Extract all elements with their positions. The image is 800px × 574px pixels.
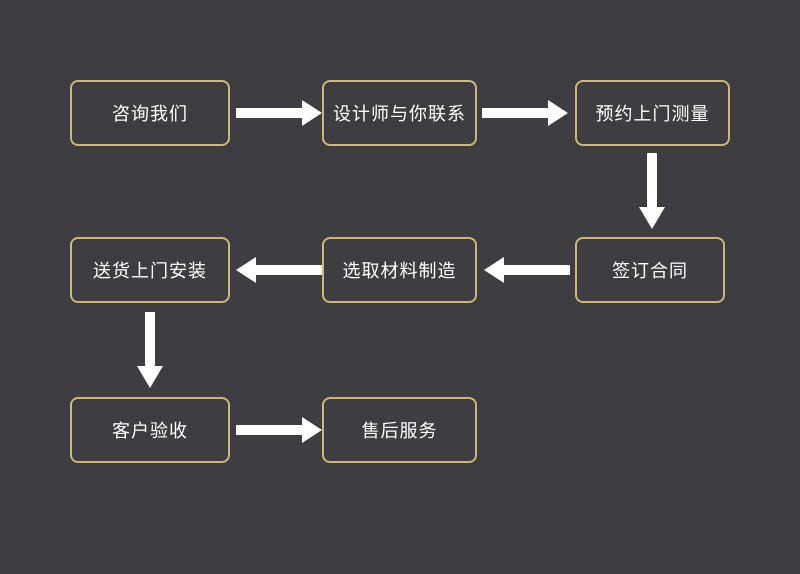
- flow-node-measure-appointment: 预约上门测量: [575, 80, 730, 146]
- arrow-delivery-to-acceptance-icon: [137, 312, 163, 388]
- arrow-shaft: [145, 312, 155, 366]
- flow-node-customer-acceptance: 客户验收: [70, 397, 230, 463]
- arrow-shaft: [504, 265, 570, 275]
- flow-node-designer-contact: 设计师与你联系: [322, 80, 477, 146]
- flow-node-label: 客户验收: [112, 421, 188, 441]
- flow-node-material-manufacture: 选取材料制造: [322, 237, 477, 303]
- flow-node-sign-contract: 签订合同: [575, 237, 725, 303]
- arrow-shaft: [256, 265, 322, 275]
- arrow-head: [236, 257, 256, 283]
- flow-node-label: 预约上门测量: [595, 104, 710, 124]
- flow-node-label: 送货上门安装: [93, 261, 207, 281]
- flow-node-after-sales: 售后服务: [322, 397, 477, 463]
- arrow-head: [548, 100, 568, 126]
- arrow-shaft: [236, 108, 302, 118]
- flow-node-label: 选取材料制造: [342, 261, 457, 281]
- arrow-head: [639, 207, 665, 229]
- arrow-designer-to-measure-icon: [482, 100, 568, 126]
- flow-node-label: 签订合同: [612, 261, 688, 281]
- arrow-head: [302, 417, 322, 443]
- arrow-material-to-delivery-icon: [236, 257, 322, 283]
- arrow-shaft: [236, 425, 302, 435]
- arrow-consult-to-designer-icon: [236, 100, 322, 126]
- arrow-head: [302, 100, 322, 126]
- arrow-shaft: [482, 108, 548, 118]
- flow-node-label: 售后服务: [361, 421, 438, 441]
- arrow-measure-to-contract-icon: [639, 153, 665, 229]
- arrow-acceptance-to-aftersales-icon: [236, 417, 322, 443]
- flow-node-label: 设计师与你联系: [333, 104, 466, 124]
- flow-node-consult: 咨询我们: [70, 80, 230, 146]
- flow-node-delivery-install: 送货上门安装: [70, 237, 230, 303]
- flow-node-label: 咨询我们: [112, 104, 188, 124]
- arrow-contract-to-material-icon: [484, 257, 570, 283]
- arrow-shaft: [647, 153, 657, 207]
- arrow-head: [137, 366, 163, 388]
- arrow-head: [484, 257, 504, 283]
